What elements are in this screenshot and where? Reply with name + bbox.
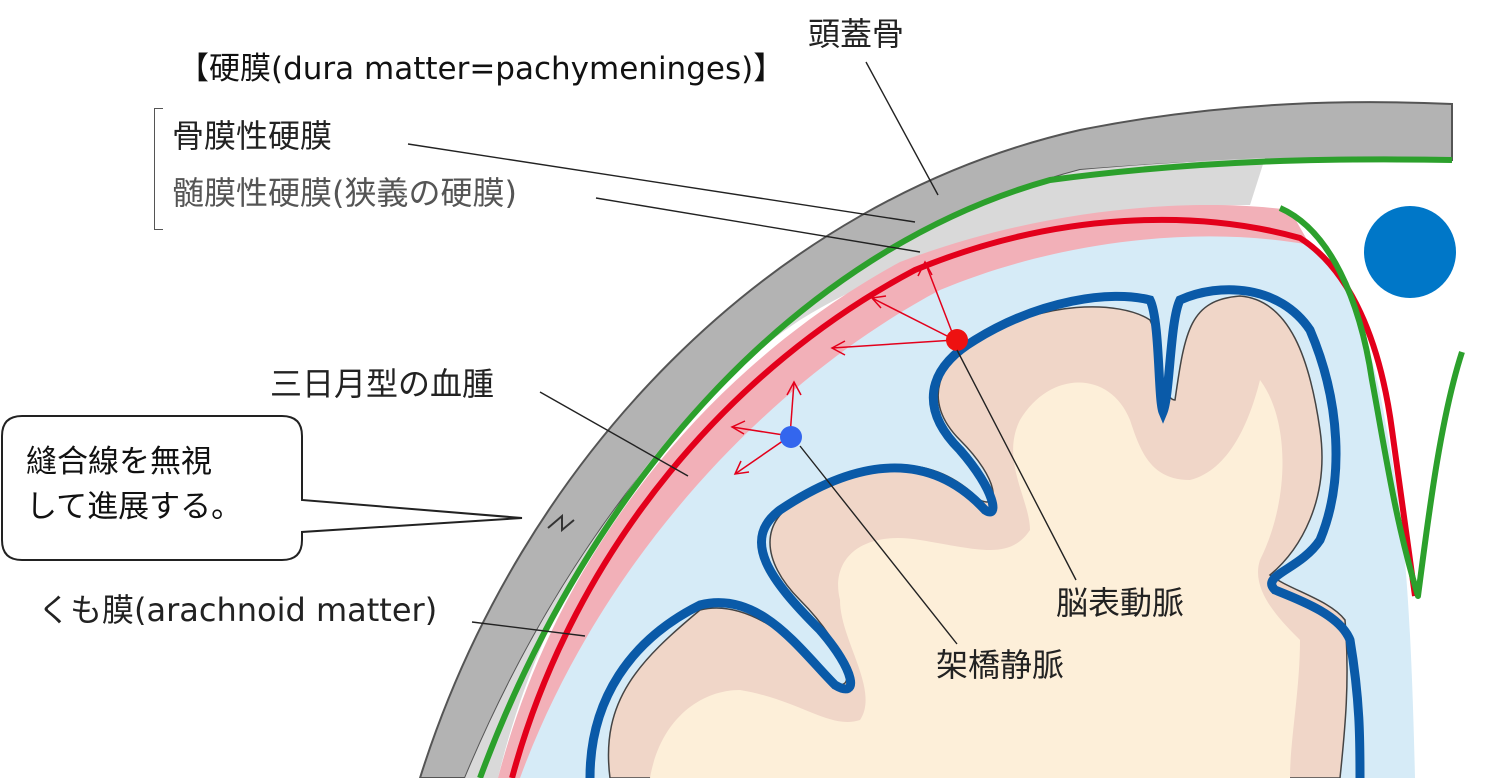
bleed-arrows [730,260,956,475]
cortical-artery-dot [946,329,968,351]
arachnoid-label: くも膜(arachnoid matter) [38,591,438,629]
skull-label: 頭蓋骨 [808,15,905,53]
periosteal-dura-band [465,158,1265,778]
dura-title-label: 【硬膜(dura matter=pachymeninges)】 [178,51,785,87]
callout-text: 縫合線を無視 して進展する。 [26,440,296,530]
hematoma-label: 三日月型の血腫 [270,365,495,403]
bridging-vein-label: 架橋静脈 [936,646,1065,684]
dura-line [477,156,1453,778]
leader-lines [407,61,1077,645]
periosteal-dura-label: 骨膜性硬膜 [172,117,333,155]
meningeal-dura-label: 髄膜性硬膜(狭義の硬膜) [172,174,517,212]
suture-mark [547,513,575,533]
brain-white-matter [650,380,1300,778]
venous-sinus [1364,206,1456,298]
callout-line-2: して進展する。 [26,488,243,525]
pia-mater-line [585,285,1365,778]
arachnoid-line [509,216,1418,778]
cortical-artery-label: 脳表動脈 [1056,584,1185,622]
callout-bubble [1,415,523,561]
bridging-vein-dot [780,426,802,448]
callout-line-1: 縫合線を無視 [26,444,212,480]
hematoma-crescent [498,205,1310,778]
falx-dura-line [1278,205,1465,599]
dura-layers-bracket [154,108,163,230]
